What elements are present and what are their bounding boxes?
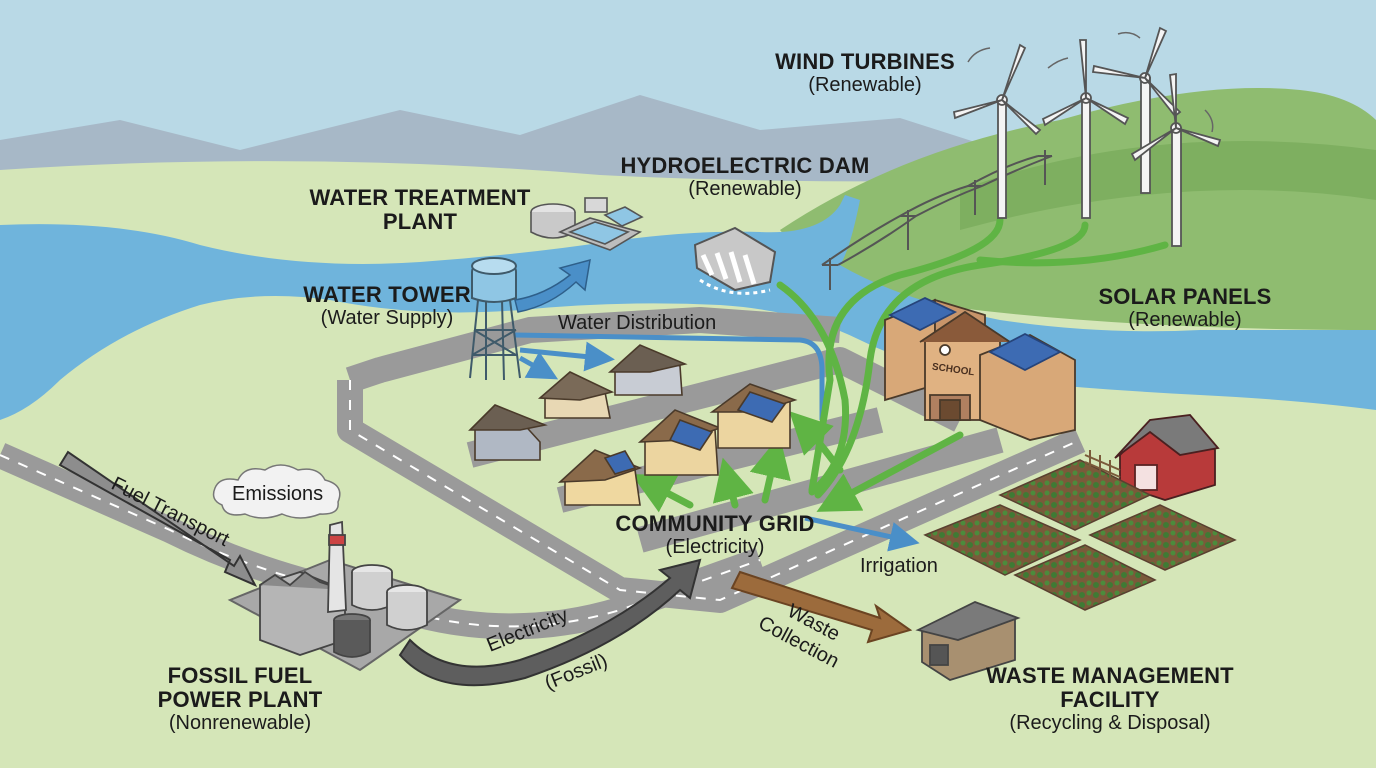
wind-turbines-sub: (Renewable) <box>808 73 922 96</box>
water-tower-title: WATER TOWER <box>303 282 471 307</box>
waste-facility-sub: (Recycling & Disposal) <box>1009 711 1211 734</box>
water-treatment-title-2: PLANT <box>382 208 458 234</box>
water-distribution-label: Water Distribution <box>558 312 717 334</box>
electricity-lines <box>631 216 1169 513</box>
barn <box>1114 414 1220 501</box>
solar-panels-sub: (Renewable) <box>1128 308 1242 331</box>
community-grid-title: COMMUNITY GRID <box>615 511 815 536</box>
waste-collection-arrow <box>730 570 913 644</box>
houses <box>468 344 798 506</box>
hydro-dam-sub: (Renewable) <box>688 177 802 200</box>
irrigation-label: Irrigation <box>860 555 938 577</box>
wind-turbines-title: WIND TURBINES <box>775 49 955 74</box>
green-hill-shadow <box>960 141 1376 230</box>
water-tower-label: WATER TOWER (Water Supply) <box>297 283 477 329</box>
fence <box>1084 450 1121 480</box>
emissions-cloud <box>212 464 341 519</box>
water-tower-sub: (Water Supply) <box>320 306 454 329</box>
emissions-label: Emissions <box>232 483 324 505</box>
solar-panels-label: SOLAR PANELS (Renewable) <box>1095 285 1275 331</box>
fuel-transport-arrow <box>58 450 258 588</box>
solar-panels-title: SOLAR PANELS <box>1098 284 1272 309</box>
fossil-plant-label: FOSSIL FUEL POWER PLANT (Nonrenewable) <box>150 664 330 734</box>
fossil-plant-sub: (Nonrenewable) <box>168 711 312 734</box>
wind-turbines-label: WIND TURBINES (Renewable) <box>770 50 960 96</box>
water-treatment-plant <box>530 197 644 251</box>
community-grid-label: COMMUNITY GRID (Electricity) <box>605 512 825 558</box>
waste-facility-label: WASTE MANAGEMENT FACILITY (Recycling & D… <box>980 664 1240 734</box>
fossil-power-plant <box>259 520 428 658</box>
waste-facility <box>915 601 1021 681</box>
fossil-plant-title-1: FOSSIL FUEL <box>167 663 313 688</box>
waste-facility-title-1: WASTE MANAGEMENT <box>986 663 1234 688</box>
wind-turbines <box>952 26 1222 247</box>
water-to-treatment-arrow <box>514 258 591 313</box>
water-treatment-label: WATER TREATMENT PLANT <box>305 186 535 234</box>
crop-fields <box>923 459 1237 611</box>
water-tower <box>469 257 521 381</box>
power-lines <box>821 150 1053 290</box>
hydro-dam-title: HYDROELECTRIC DAM <box>620 153 870 178</box>
fossil-plant-title-2: POWER PLANT <box>157 686 323 712</box>
water-distribution-lines <box>514 332 920 552</box>
hydro-dam <box>693 226 777 295</box>
community-grid-sub: (Electricity) <box>665 535 765 558</box>
water-treatment-title-1: WATER TREATMENT <box>309 185 531 210</box>
fossil-electricity-arrow <box>398 558 702 687</box>
hydro-dam-label: HYDROELECTRIC DAM (Renewable) <box>620 154 870 200</box>
wind-motion-marks <box>967 31 1214 133</box>
waste-facility-title-2: FACILITY <box>1060 686 1160 712</box>
school <box>884 297 1076 441</box>
